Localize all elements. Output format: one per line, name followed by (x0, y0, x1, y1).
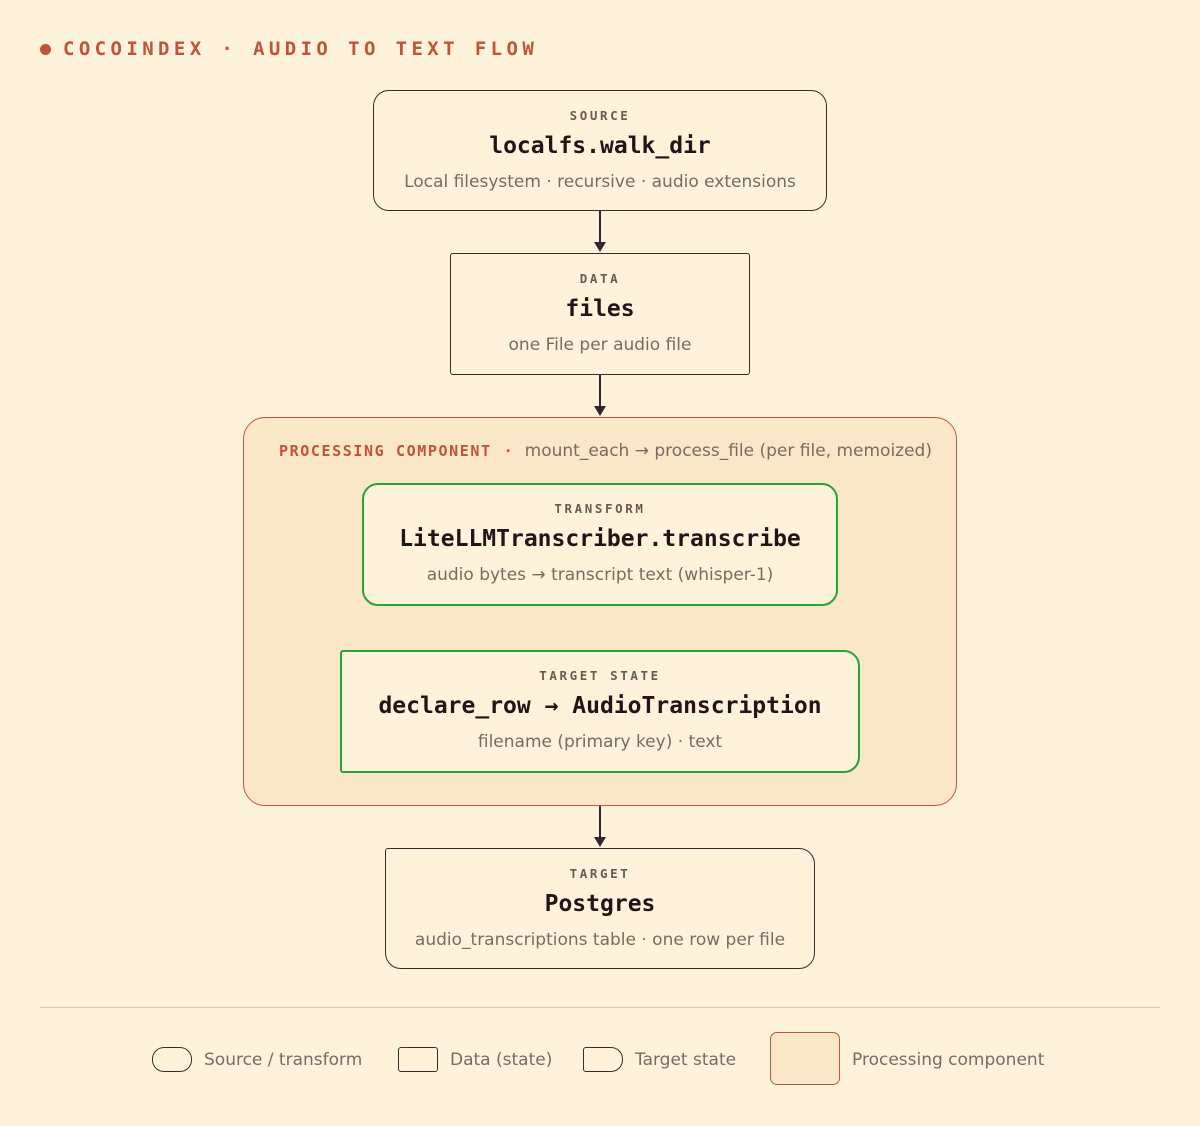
target-name: Postgres (544, 891, 656, 917)
source-description: Local filesystem · recursive · audio ext… (404, 172, 796, 192)
legend-target-state-label: Target state (635, 1050, 737, 1070)
transform-kind-label: TRANSFORM (554, 501, 646, 516)
legend-data-label: Data (state) (450, 1050, 553, 1070)
bullet-dot-icon (40, 43, 51, 55)
target-state-node: TARGET STATE declare_row → AudioTranscri… (340, 650, 860, 773)
legend-source-transform-label: Source / transform (204, 1050, 363, 1070)
target-state-description: filename (primary key) · text (477, 732, 723, 752)
target-state-name: declare_row → AudioTranscription (378, 693, 822, 719)
source-node: SOURCE localfs.walk_dir Local filesystem… (373, 90, 827, 211)
files-name: files (565, 296, 635, 322)
transform-name: LiteLLMTranscriber.transcribe (399, 526, 801, 552)
processing-component-label: PROCESSING COMPONENT · mount_each → proc… (279, 440, 932, 462)
source-kind-label: SOURCE (569, 108, 631, 123)
legend-source-transform-swatch (152, 1047, 192, 1072)
target-description: audio_transcriptions table · one row per… (414, 930, 786, 950)
files-kind-label: DATA (579, 271, 621, 286)
files-data-node: DATA files one File per audio file (450, 253, 750, 375)
source-name: localfs.walk_dir (489, 133, 711, 159)
transform-node: TRANSFORM LiteLLMTranscriber.transcribe … (362, 483, 838, 606)
legend-processing-component-label: Processing component (852, 1050, 1045, 1070)
diagram-title: COCOINDEX · AUDIO TO TEXT FLOW (63, 38, 539, 60)
legend-processing-component-swatch (770, 1032, 840, 1085)
legend-divider (40, 1007, 1160, 1008)
processing-component-subtitle: mount_each → process_file (per file, mem… (524, 441, 932, 461)
target-kind-label: TARGET (569, 866, 631, 881)
target-node: TARGET Postgres audio_transcriptions tab… (385, 848, 815, 969)
legend-data-swatch (398, 1047, 438, 1072)
transform-description: audio bytes → transcript text (whisper-1… (426, 565, 774, 585)
diagram-header: COCOINDEX · AUDIO TO TEXT FLOW (40, 36, 538, 62)
legend-target-state-swatch (583, 1047, 623, 1072)
processing-component-tag: PROCESSING COMPONENT (279, 442, 492, 460)
target-state-kind-label: TARGET STATE (539, 668, 661, 683)
processing-component-separator: · (503, 442, 513, 460)
files-description: one File per audio file (508, 335, 692, 355)
